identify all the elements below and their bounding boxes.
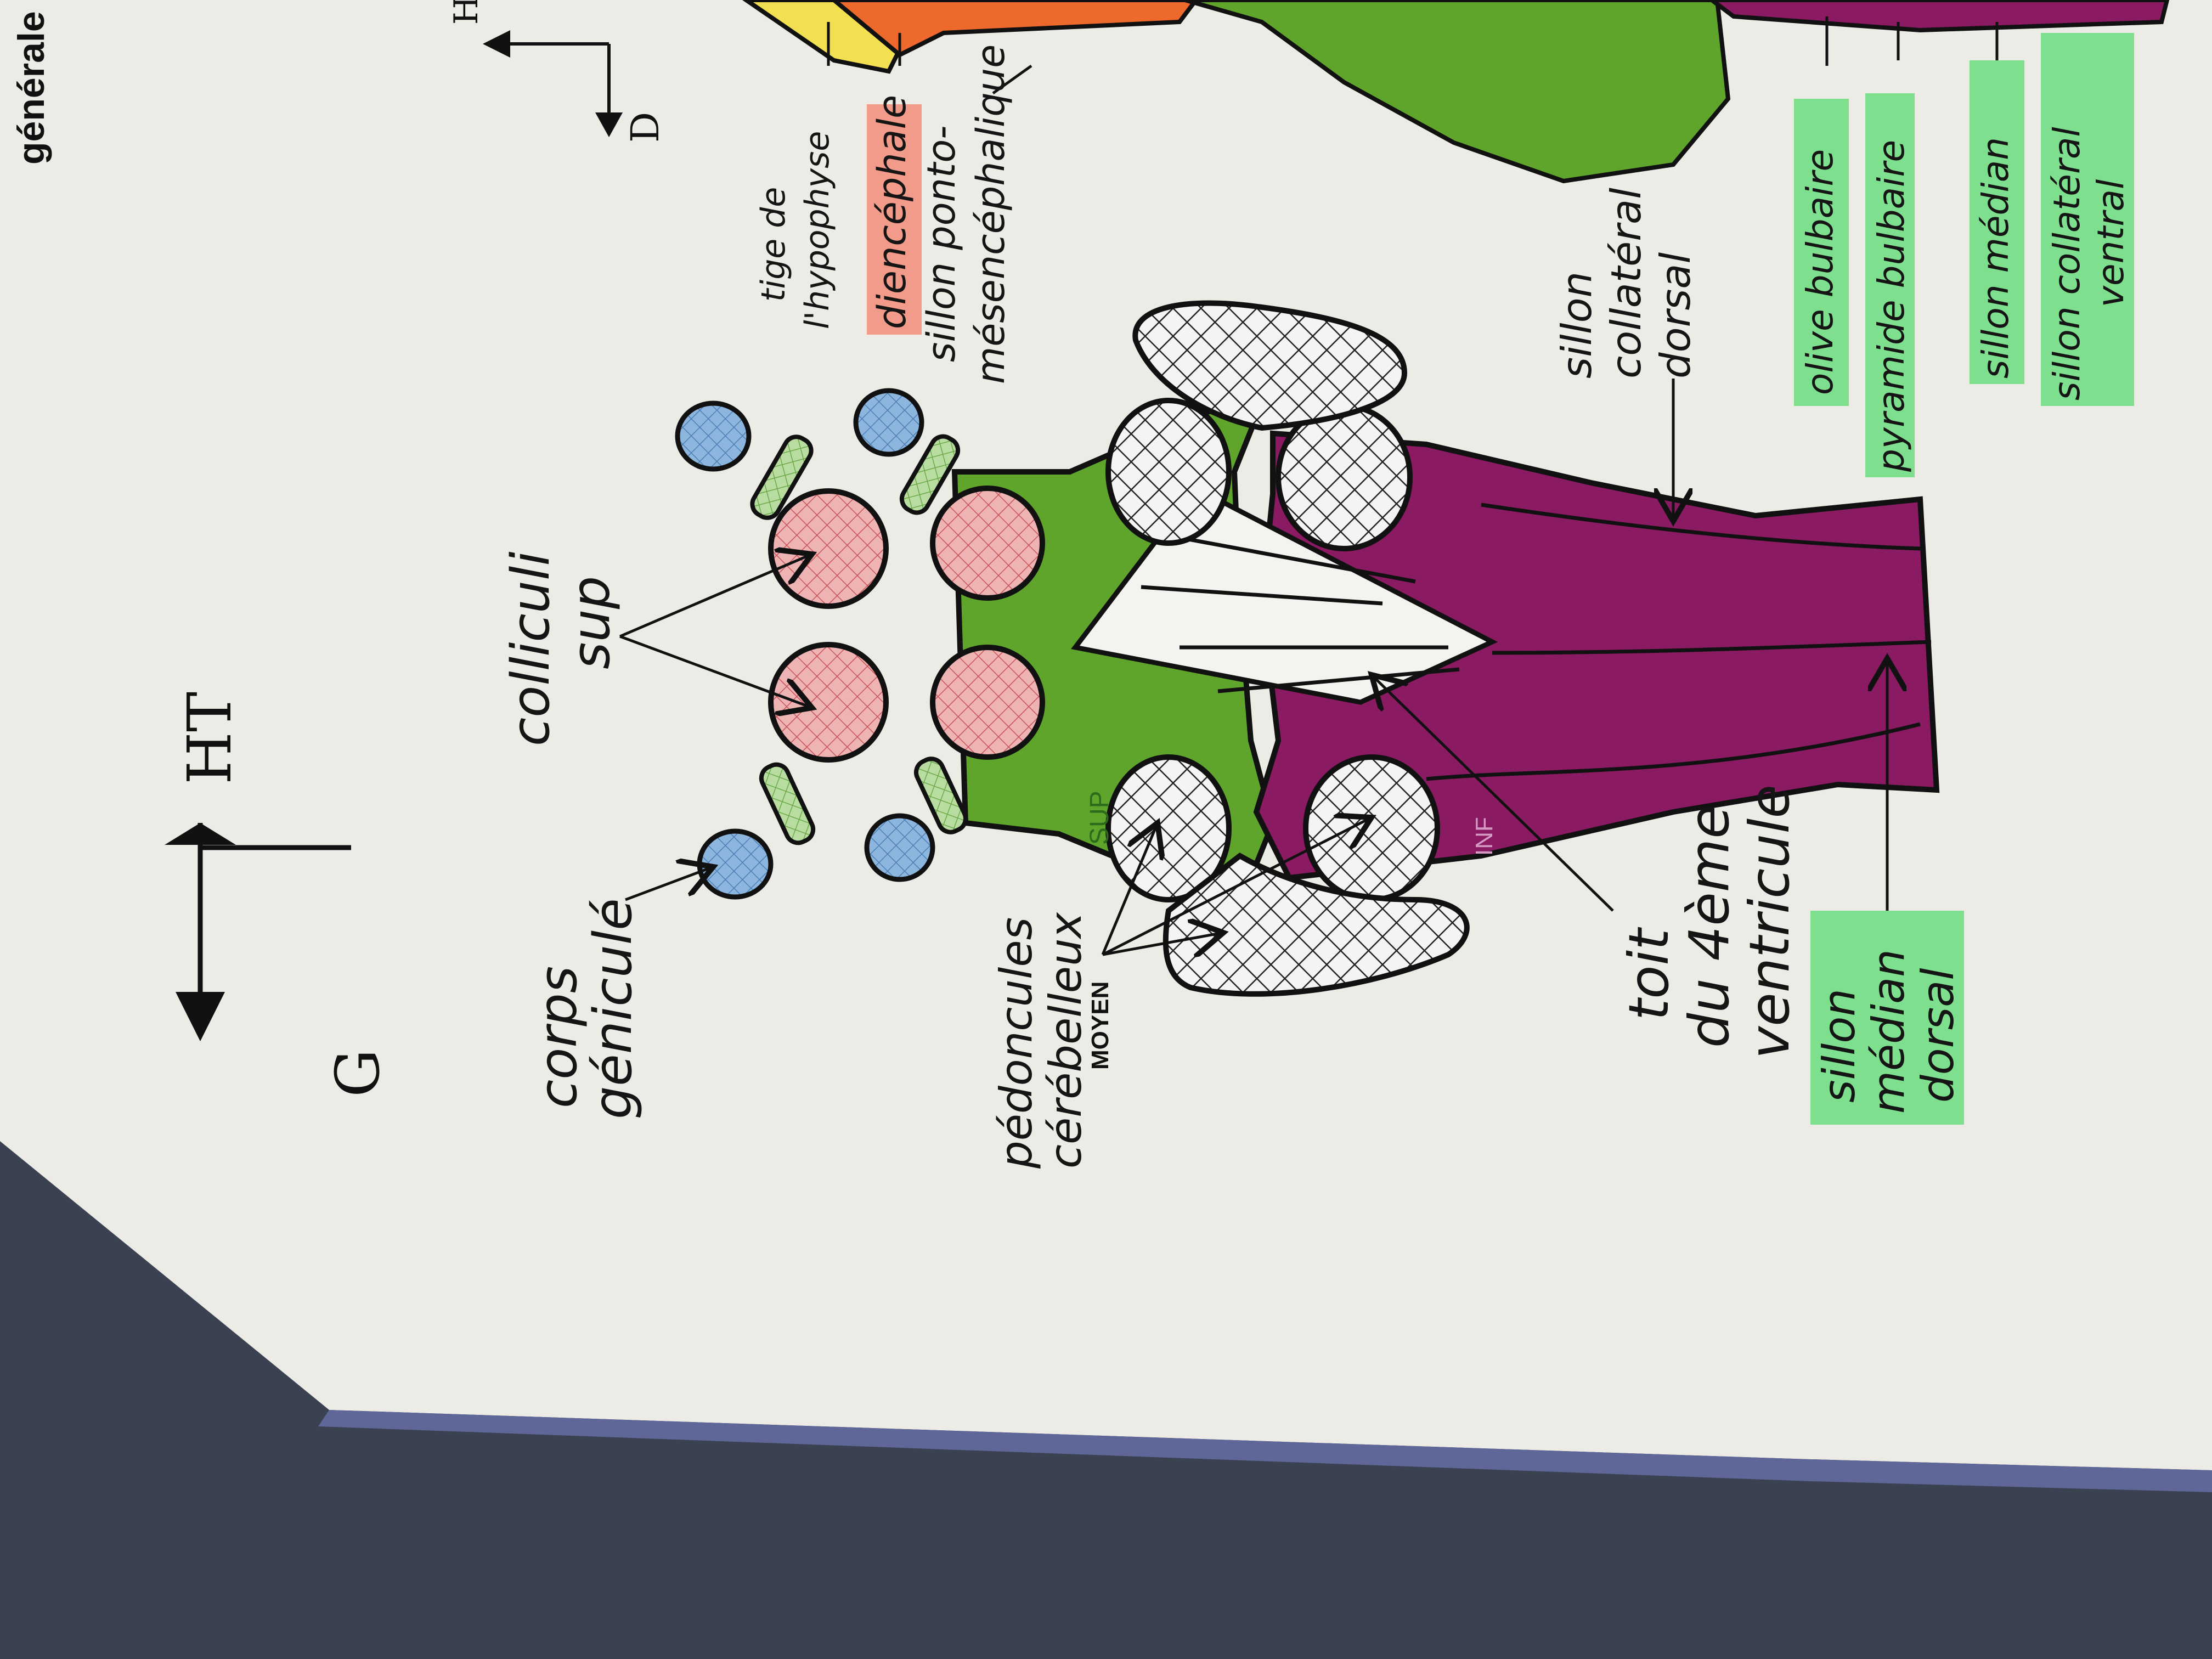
arrow-colliculi-2: [619, 554, 812, 638]
highlight-sillon-median: [1970, 60, 2024, 384]
brachium-2: [750, 435, 814, 520]
label-smd-line1: sillon: [1814, 989, 1865, 1103]
green-region-top: [1184, 0, 1731, 184]
label-toit-line2: du 4ème: [1677, 805, 1741, 1048]
label-smd-line3: dorsal: [1912, 968, 1963, 1103]
ventricle-stripe-2: [1179, 535, 1416, 584]
highlight-olive: [1794, 99, 1849, 406]
highlight-sillon-median-dorsal: [1810, 911, 1964, 1125]
colliculus-3: [930, 645, 1045, 760]
label-colliculi-line1: colliculi: [501, 551, 561, 746]
brachium-1: [759, 762, 816, 845]
label-sillon-median: sillon médian: [1974, 137, 2017, 379]
label-diencephale: diencéphale: [870, 95, 915, 329]
label-colliculi-sup: colliculi sup: [501, 551, 622, 746]
colliculus-2: [768, 488, 889, 609]
label-ponto-line1: sillon ponto-: [919, 126, 964, 362]
label-pedoncules-line2: cérébelleux: [1040, 911, 1091, 1169]
peduncle-middle-right: [1132, 300, 1408, 431]
label-tige-hypophyse: tige de l'hypophyse: [754, 131, 837, 329]
colliculus-4: [930, 486, 1045, 601]
label-pyramide: pyramide bulbaire: [1870, 140, 1912, 472]
peduncle-middle-left: [1163, 853, 1470, 997]
label-toit-line1: toit: [1617, 927, 1681, 1020]
colliculus-1: [768, 642, 889, 763]
peduncle-sup-left: [1105, 754, 1232, 902]
label-sup: SUP: [1085, 791, 1114, 845]
groove-left: [1426, 722, 1921, 781]
label-tige-line1: tige de: [754, 187, 793, 302]
brachium-4: [899, 434, 961, 515]
label-pedoncules: pédoncules cérébelleux: [991, 911, 1091, 1169]
label-smd-line2: médian: [1863, 949, 1914, 1114]
highlight-diencephale: [867, 104, 922, 335]
brachium-3: [913, 757, 968, 834]
label-corps-genicule-line2: géniculé: [583, 898, 644, 1119]
geniculate-body-2: [675, 400, 752, 472]
ventricle-stripe-1: [1141, 585, 1383, 606]
groove-center: [1492, 640, 1932, 655]
label-scv-line2: ventral: [2090, 179, 2132, 307]
label-inf: INF: [1471, 817, 1498, 856]
arrow-pedoncules-3: [1102, 817, 1372, 956]
leader-ponto: [992, 64, 1032, 95]
label-sillon-median-dorsal: sillon médian dorsal: [1814, 949, 1963, 1114]
orientation-small-up: Ht: [447, 0, 486, 25]
label-tige-line2: l'hypophyse: [798, 131, 837, 329]
label-corps-genicule: corps géniculé: [528, 898, 644, 1119]
arrow-pedoncules-2: [1102, 933, 1223, 955]
label-sillon-collateral-dorsal: sillon collatéral dorsal: [1553, 188, 1700, 379]
label-scv-line1: sillon collatéral: [2046, 127, 2088, 400]
groove-right: [1481, 503, 1921, 551]
geniculate-body-4: [853, 388, 924, 457]
label-scd-line2: collatéral: [1602, 188, 1650, 379]
page-header: générale du tronc: [10, 0, 52, 165]
label-scd-line3: dorsal: [1651, 252, 1700, 379]
label-colliculi-line2: sup: [561, 576, 622, 669]
peduncle-inf-right: [1276, 403, 1413, 551]
arrow-toit: [1372, 675, 1614, 912]
orange-region: [830, 0, 1199, 58]
orientation-up-label: HT: [174, 692, 245, 785]
ventricle-stripe-4: [1217, 667, 1460, 693]
arrow-colliculi-1: [619, 635, 812, 708]
label-scd-line1: sillon: [1553, 272, 1601, 379]
label-moyen: MOYEN: [1087, 981, 1114, 1070]
orientation-axes-main: [165, 823, 351, 1041]
label-olive: olive bulbaire: [1799, 149, 1841, 395]
arrow-pedoncules-1: [1101, 823, 1158, 955]
label-toit-line3: ventricule: [1737, 785, 1802, 1059]
label-sillon-ponto: sillon ponto- mésencéphalique: [919, 44, 1013, 384]
label-ponto-line2: mésencéphalique: [968, 44, 1013, 384]
label-corps-genicule-line1: corps: [528, 966, 589, 1108]
orientation-axes-small: [483, 30, 623, 137]
label-toit: toit du 4ème ventricule: [1617, 785, 1802, 1059]
highlight-sillon-collateral-ventral: [2041, 33, 2134, 406]
orientation-left-label: G: [323, 1049, 393, 1097]
geniculate-body-1: [697, 828, 774, 900]
highlight-pyramide: [1865, 93, 1915, 477]
peduncle-sup-right: [1105, 398, 1232, 546]
page-edge-shadow: [318, 1410, 2212, 1492]
geniculate-body-3: [864, 813, 935, 882]
label-sillon-collateral-ventral: sillon collatéral ventral: [2046, 127, 2132, 400]
peduncle-inf-left: [1303, 754, 1440, 902]
arrow-corps-genicule: [625, 867, 713, 901]
label-pedoncules-line1: pédoncules: [991, 917, 1042, 1169]
orientation-small-down: D: [623, 112, 668, 143]
